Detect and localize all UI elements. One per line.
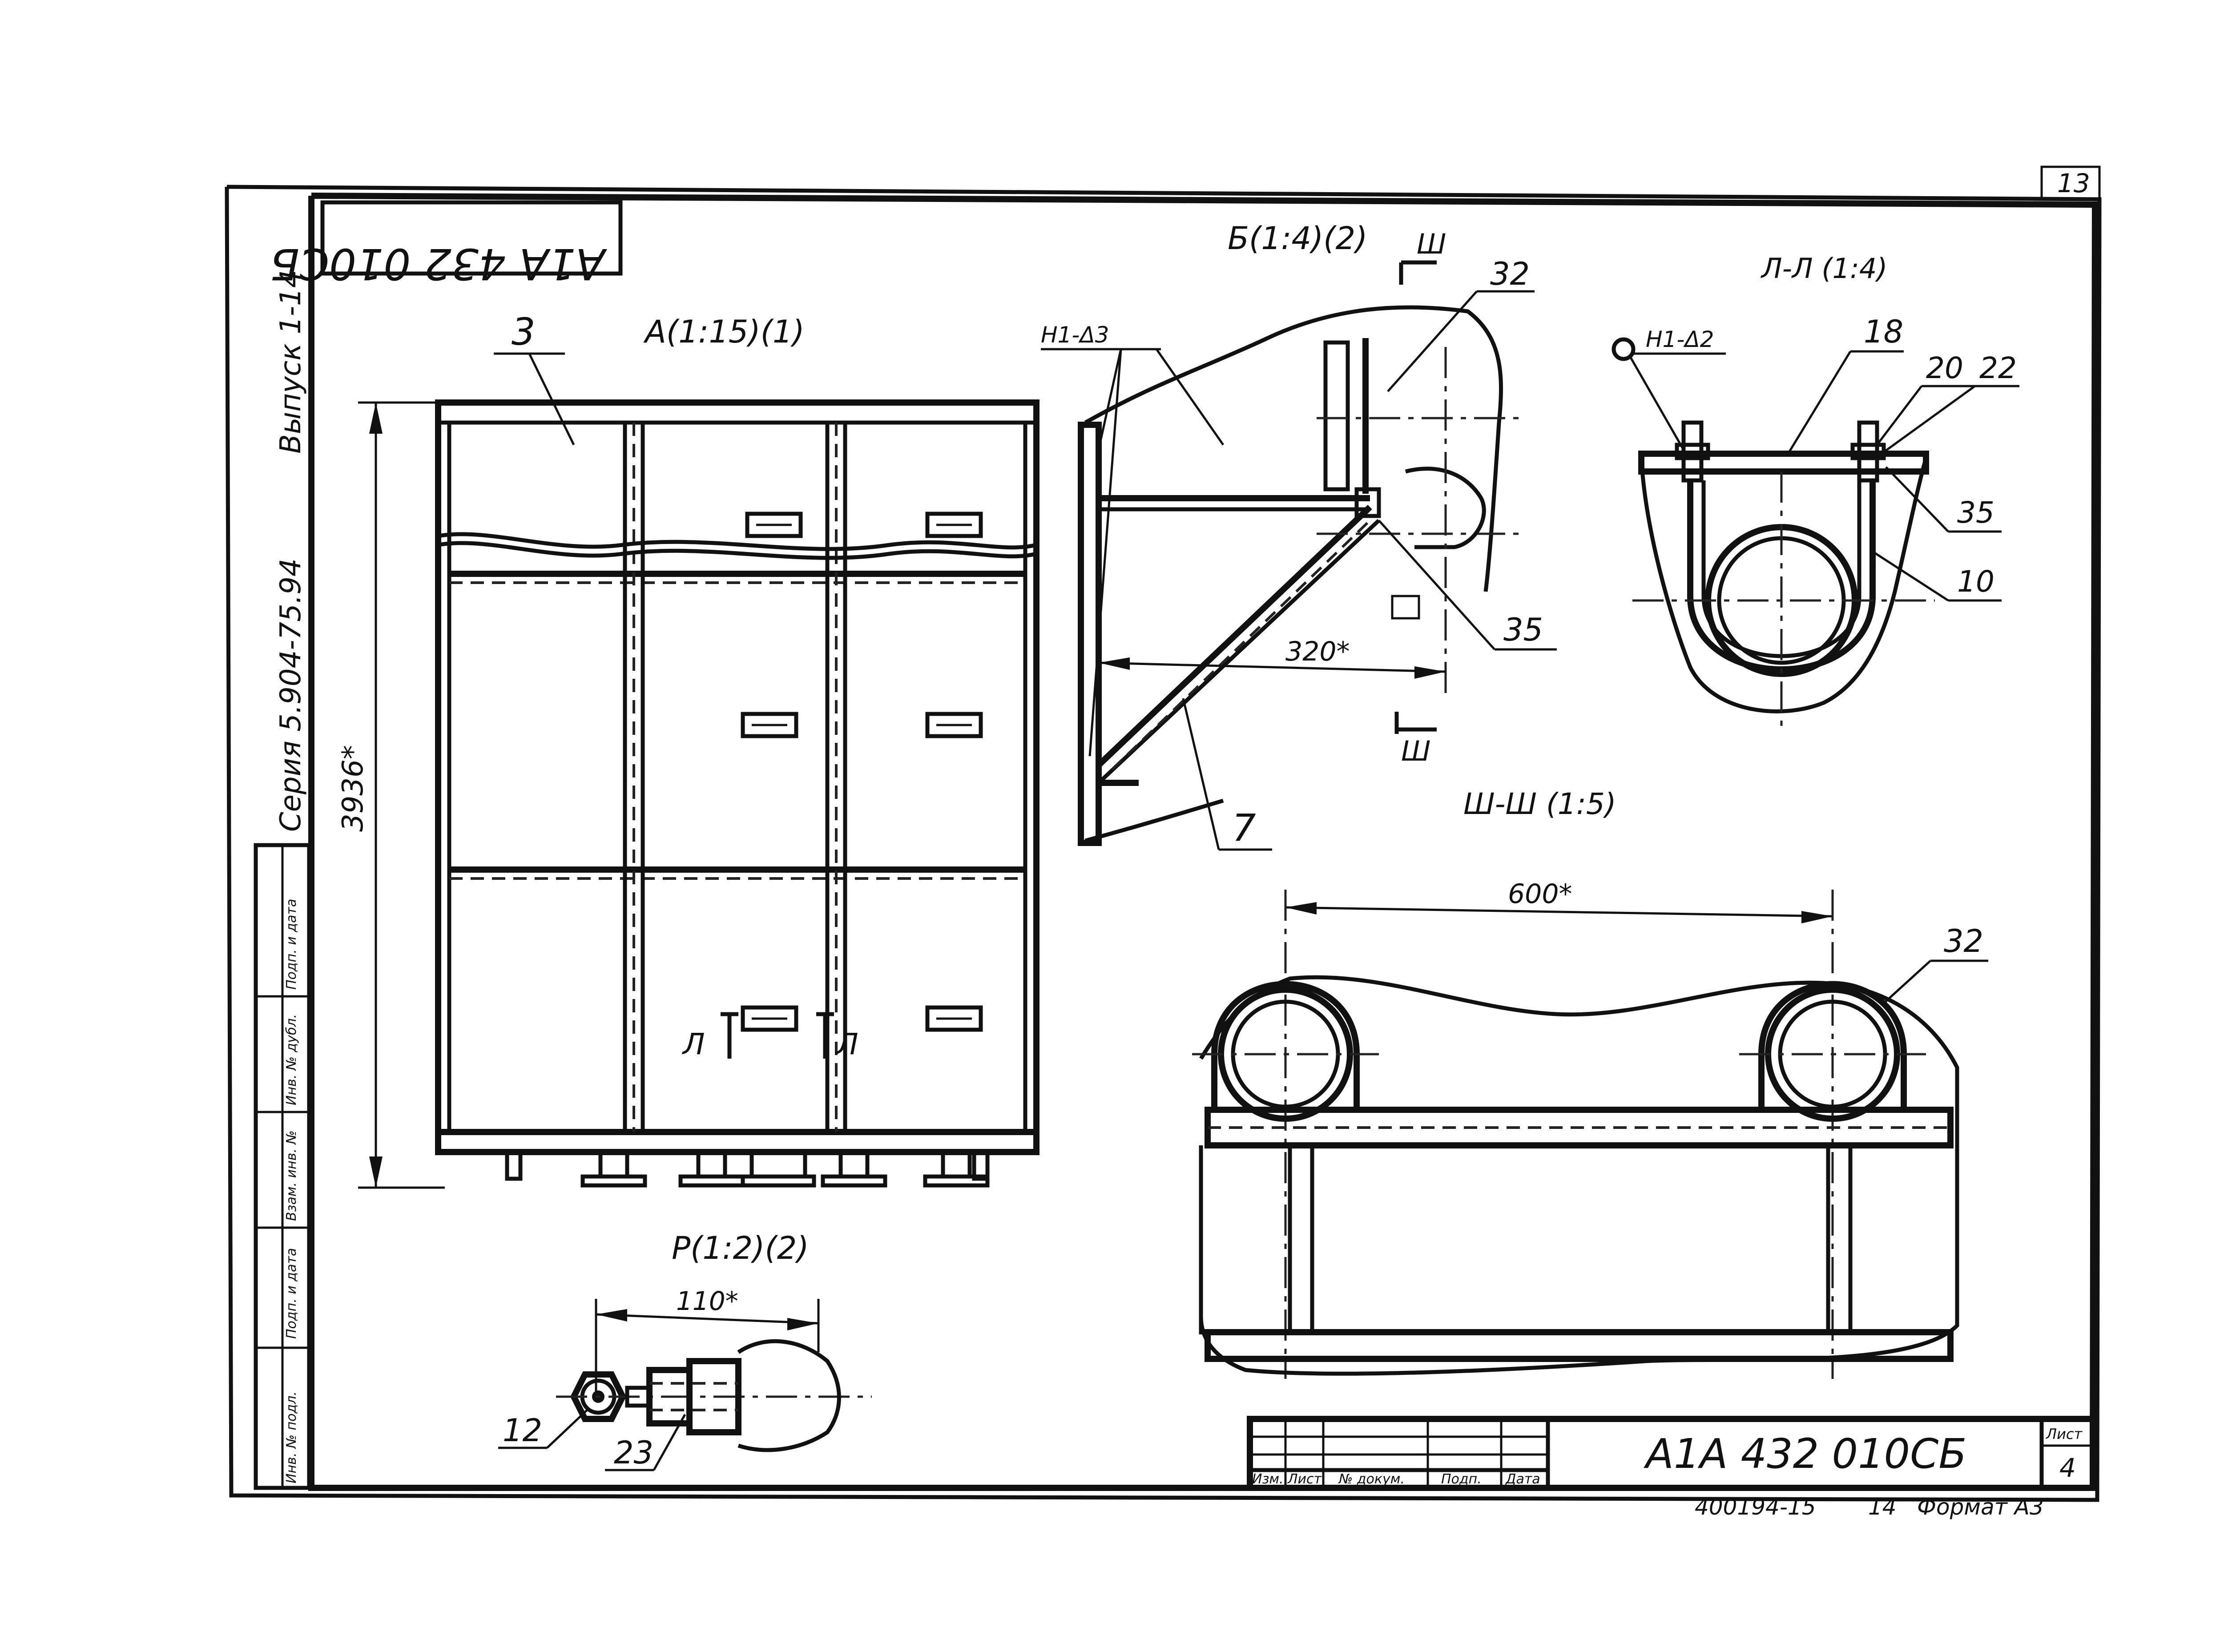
frame-feet xyxy=(505,1150,990,1188)
view-shsh: Ш-Ш (1:5) 600* 32 xyxy=(1192,787,1988,1379)
weld-b: Н1-Δ3 xyxy=(1041,322,1109,348)
dim-sh-width: 600* xyxy=(1508,878,1572,910)
callout-b-35: 35 xyxy=(1503,612,1543,648)
callout-sh-32: 32 xyxy=(1944,923,1983,959)
sheet-corner-box: 13 xyxy=(2040,165,2101,200)
section-sh-top: Ш xyxy=(1417,228,1446,260)
issue-label: Выпуск 1-14 xyxy=(274,270,307,454)
tb-col-sign: Подп. xyxy=(1441,1471,1482,1487)
view-p-title: Р(1:2)(2) xyxy=(672,1230,809,1266)
tb-col-list: Лист xyxy=(1287,1471,1322,1487)
view-ll: Л-Л (1:4) Н1-Δ2 18 20 22 35 10 xyxy=(1612,252,2019,729)
bottom-code: 400194-15 xyxy=(1695,1494,1816,1520)
frame-brackets xyxy=(741,512,983,1032)
callout-ll-35: 35 xyxy=(1957,496,1994,530)
view-a-title: A(1:15)(1) xyxy=(643,314,805,350)
sheet-number: 4 xyxy=(2059,1453,2076,1483)
sheet-corner-number: 13 xyxy=(2057,168,2090,198)
view-p: Р(1:2)(2) 110* 12 23 xyxy=(498,1230,872,1471)
dim-a-height: 3936* xyxy=(337,745,370,832)
section-sh-bottom: Ш xyxy=(1401,735,1430,767)
callout-a-3: 3 xyxy=(512,310,535,354)
bottom-num: 14 xyxy=(1868,1494,1897,1520)
stamp-cell-3: Взам. инв. № xyxy=(284,1130,299,1221)
tb-col-doc: № докум. xyxy=(1338,1471,1405,1487)
callout-ll-20: 20 xyxy=(1926,351,1963,385)
section-l-right: Л xyxy=(835,1027,858,1061)
rotated-code-box: A1A 432 010СБ xyxy=(270,200,623,289)
dim-p-width: 110* xyxy=(676,1286,738,1316)
view-b-title: Б(1:4)(2) xyxy=(1228,220,1367,257)
stamp-cell-5: Подп. и дата xyxy=(284,899,299,990)
callout-b-7: 7 xyxy=(1232,806,1256,850)
stamp-cell-4: Инв. № дубл. xyxy=(284,1014,299,1105)
stamp-cell-2: Подп. и дата xyxy=(284,1248,299,1339)
callout-ll-22: 22 xyxy=(1979,351,2017,385)
section-l-left: Л xyxy=(682,1027,705,1061)
format-label: Формат А3 xyxy=(1917,1494,2044,1520)
tb-col-izm: Изм. xyxy=(1252,1471,1284,1487)
callout-ll-10: 10 xyxy=(1957,564,1994,599)
callout-p-23: 23 xyxy=(614,1434,653,1471)
view-ll-title: Л-Л (1:4) xyxy=(1761,252,1887,285)
callout-b-32: 32 xyxy=(1490,256,1530,292)
section-mark-l: Л Л xyxy=(682,1012,858,1061)
callout-p-12: 12 xyxy=(503,1412,542,1449)
drawing-code: A1A 432 010СБ xyxy=(1644,1430,1966,1478)
title-block: Изм. Лист № докум. Подп. Дата A1A 432 01… xyxy=(1247,1416,2096,1491)
drawing-code-rotated: A1A 432 010СБ xyxy=(270,239,608,289)
callout-ll-18: 18 xyxy=(1864,314,1903,350)
dim-b-width: 320* xyxy=(1285,636,1350,667)
tb-col-date: Дата xyxy=(1505,1471,1540,1487)
weld-ll: Н1-Δ2 xyxy=(1646,326,1714,352)
view-shsh-title: Ш-Ш (1:5) xyxy=(1463,787,1616,821)
view-b: Б(1:4)(2) Ш 320* Н1-Δ3 xyxy=(1041,220,1557,851)
left-stamp: Инв. № подл. Подп. и дата Взам. инв. № И… xyxy=(254,843,311,1490)
sheet-label: Лист xyxy=(2046,1426,2083,1442)
stamp-cell-1: Инв. № подл. xyxy=(284,1391,299,1483)
series-label: Серия 5.904-75.94 xyxy=(274,558,307,832)
view-a: A(1:15)(1) 3 3936* xyxy=(337,310,1039,1189)
